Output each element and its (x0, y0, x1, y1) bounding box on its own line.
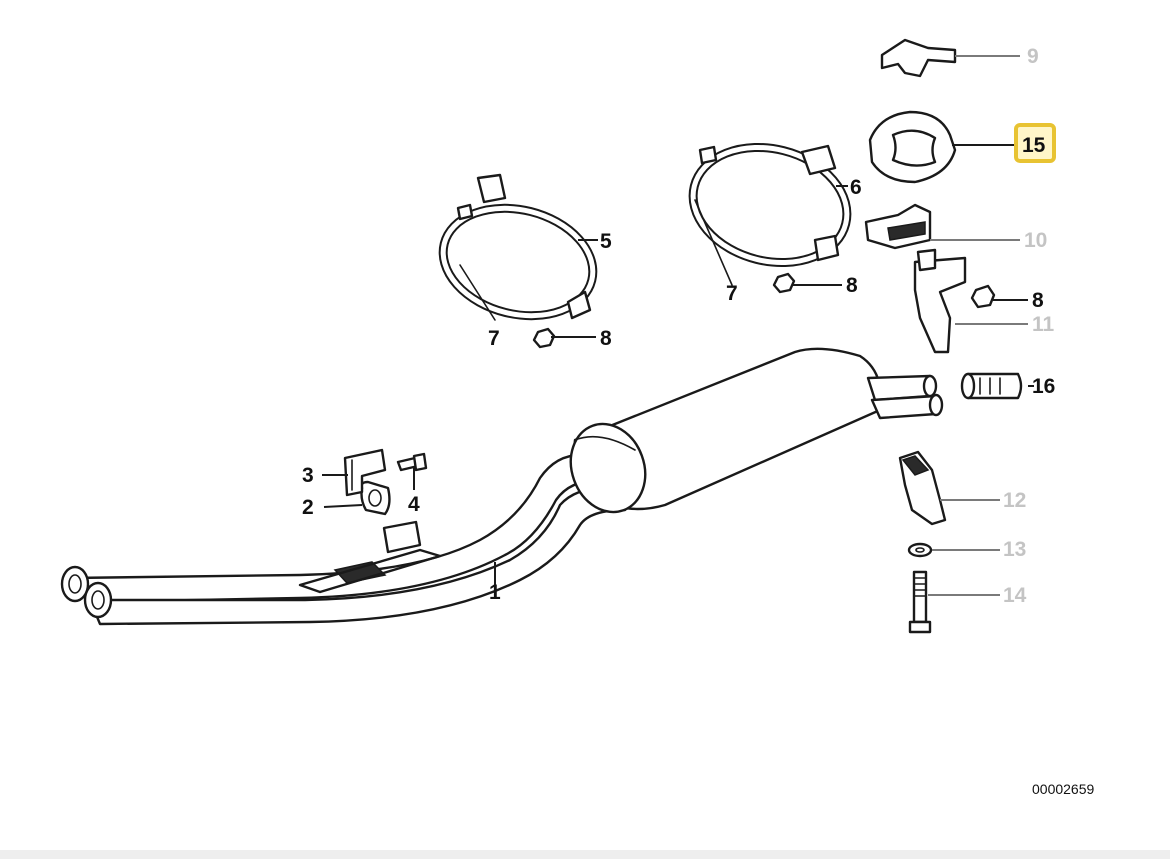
callout-7-left[interactable]: 7 (488, 327, 500, 350)
part-3-bracket[interactable] (343, 448, 387, 497)
part-15-gasket[interactable] (868, 110, 957, 184)
callout-10[interactable]: 10 (1024, 229, 1047, 252)
part-6-strap-clamp[interactable] (681, 132, 859, 278)
callout-2[interactable]: 2 (302, 496, 314, 519)
highlight-box-part-15 (1014, 123, 1056, 163)
part-10-hanger-bracket[interactable] (864, 203, 932, 250)
part-1-exhaust-system[interactable] (60, 347, 944, 626)
callout-16[interactable]: 16 (1032, 375, 1055, 398)
footer-bar (0, 850, 1170, 859)
part-8-nut[interactable] (532, 272, 996, 349)
callout-12[interactable]: 12 (1003, 489, 1026, 512)
callout-8-left[interactable]: 8 (600, 327, 612, 350)
callout-4[interactable]: 4 (408, 493, 420, 516)
part-11-rear-hanger[interactable] (913, 248, 967, 354)
callout-9[interactable]: 9 (1027, 45, 1039, 68)
part-12-lower-bracket[interactable] (898, 450, 947, 526)
part-16-sleeve[interactable] (960, 372, 1023, 400)
callout-3[interactable]: 3 (302, 464, 314, 487)
callout-5[interactable]: 5 (600, 230, 612, 253)
part-4-bolt[interactable] (396, 452, 428, 472)
part-13-washer[interactable] (907, 542, 933, 558)
diagram-id: 00002659 (1032, 781, 1095, 797)
callout-7-right[interactable]: 7 (726, 282, 738, 305)
callout-13[interactable]: 13 (1003, 538, 1026, 561)
part-5-strap-clamp[interactable] (432, 173, 605, 331)
callout-15[interactable]: 15 (1022, 134, 1046, 157)
callout-6[interactable]: 6 (850, 176, 862, 199)
part-14-bolt[interactable] (908, 570, 932, 634)
part-7-strap (459, 199, 733, 321)
callout-14[interactable]: 14 (1003, 584, 1027, 607)
callout-11[interactable]: 11 (1032, 313, 1055, 336)
callout-8-middle[interactable]: 8 (846, 274, 858, 297)
callout-8-right[interactable]: 8 (1032, 289, 1044, 312)
leader-lines (322, 55, 1034, 596)
callout-1[interactable]: 1 (489, 581, 501, 604)
part-9-bracket[interactable] (880, 38, 957, 78)
part-2-rubber-mount[interactable] (360, 480, 391, 516)
